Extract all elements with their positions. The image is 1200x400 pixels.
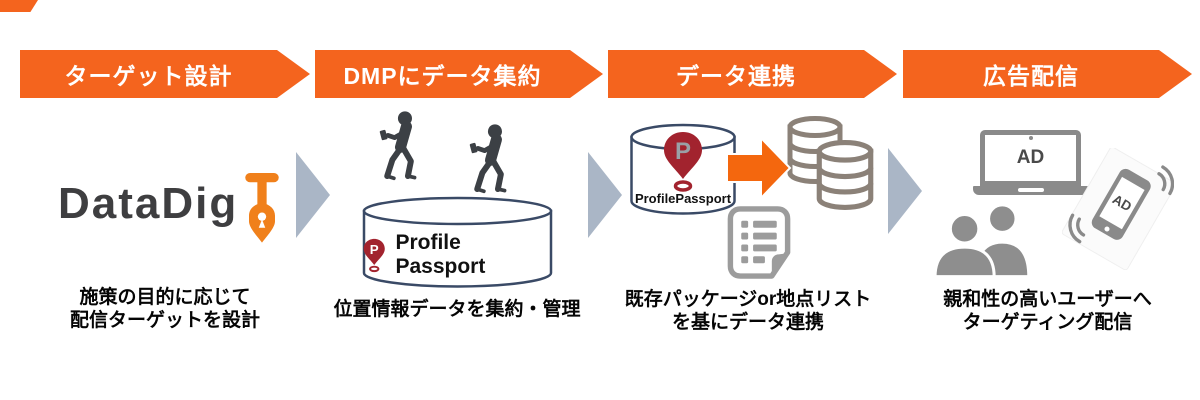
laptop-base-notch (1017, 188, 1044, 192)
caption-line: 配信ターゲットを設計 (69, 310, 260, 331)
walking-person-icon (379, 111, 417, 181)
laptop-camera-dot (1028, 136, 1033, 140)
laptop-icon: AD (980, 130, 1081, 186)
stage-banner-label: ターゲット設計 (64, 63, 233, 89)
phone-broadcast-icon: AD (1062, 148, 1174, 270)
caption-target-design: 施策の目的に応じて 配信ターゲットを設計 (20, 286, 310, 332)
database-icon (816, 140, 874, 210)
datadig-logo-text: DataDig (58, 179, 239, 228)
step-arrow-icon (296, 152, 330, 238)
location-pin-icon: P (363, 238, 385, 273)
step-arrow-icon (888, 148, 922, 234)
walking-person-icon (469, 124, 507, 194)
caption-ad-delivery: 親和性の高いユーザーへ ターゲティング配信 (900, 288, 1195, 334)
cylinder-label: Profile Passport (395, 231, 486, 278)
profile-passport-small-cylinder: P ProfilePassport (630, 123, 736, 216)
stage-banner-dmp-aggregation: DMPにデータ集約 (315, 50, 603, 98)
stage-banner-label: データ連携 (676, 63, 796, 89)
pin-letter: P (675, 138, 691, 165)
shovel-icon (245, 173, 279, 243)
caption-line: 親和性の高いユーザーへ (943, 289, 1152, 310)
laptop-base (973, 186, 1088, 195)
signal-waves (1068, 165, 1174, 244)
stage-banner-target-design: ターゲット設計 (20, 50, 310, 98)
list-document-icon (727, 206, 791, 279)
caption-line: 位置情報データを集約・管理 (333, 299, 581, 320)
profile-passport-cylinder: P Profile Passport (362, 196, 553, 289)
caption-data-linkage: 既存パッケージor地点リスト を基にデータ連携 (603, 288, 893, 334)
audience-icon (933, 203, 1031, 277)
corner-decoration (0, 0, 38, 12)
stage-banner-label: 広告配信 (983, 63, 1079, 89)
step-arrow-icon (588, 152, 622, 238)
caption-dmp-aggregation: 位置情報データを集約・管理 (312, 298, 602, 321)
stage-banner-data-linkage: データ連携 (608, 50, 897, 98)
cylinder-label: ProfilePassport (634, 191, 732, 206)
caption-line: 施策の目的に応じて (79, 287, 251, 308)
stage-banner-ad-delivery: 広告配信 (903, 50, 1192, 98)
data-transfer-arrow-icon (726, 136, 792, 200)
caption-line: を基にデータ連携 (671, 312, 824, 333)
laptop-ad-label: AD (1016, 147, 1045, 168)
database-cylinder-shape (362, 196, 553, 288)
stage-banner-label: DMPにデータ集約 (343, 63, 542, 89)
location-pin-icon: P (664, 132, 702, 192)
datadig-logo: DataDig (58, 162, 279, 246)
caption-line: ターゲティング配信 (962, 312, 1133, 333)
caption-line: 既存パッケージor地点リスト (624, 289, 872, 310)
pin-letter: P (370, 242, 379, 257)
